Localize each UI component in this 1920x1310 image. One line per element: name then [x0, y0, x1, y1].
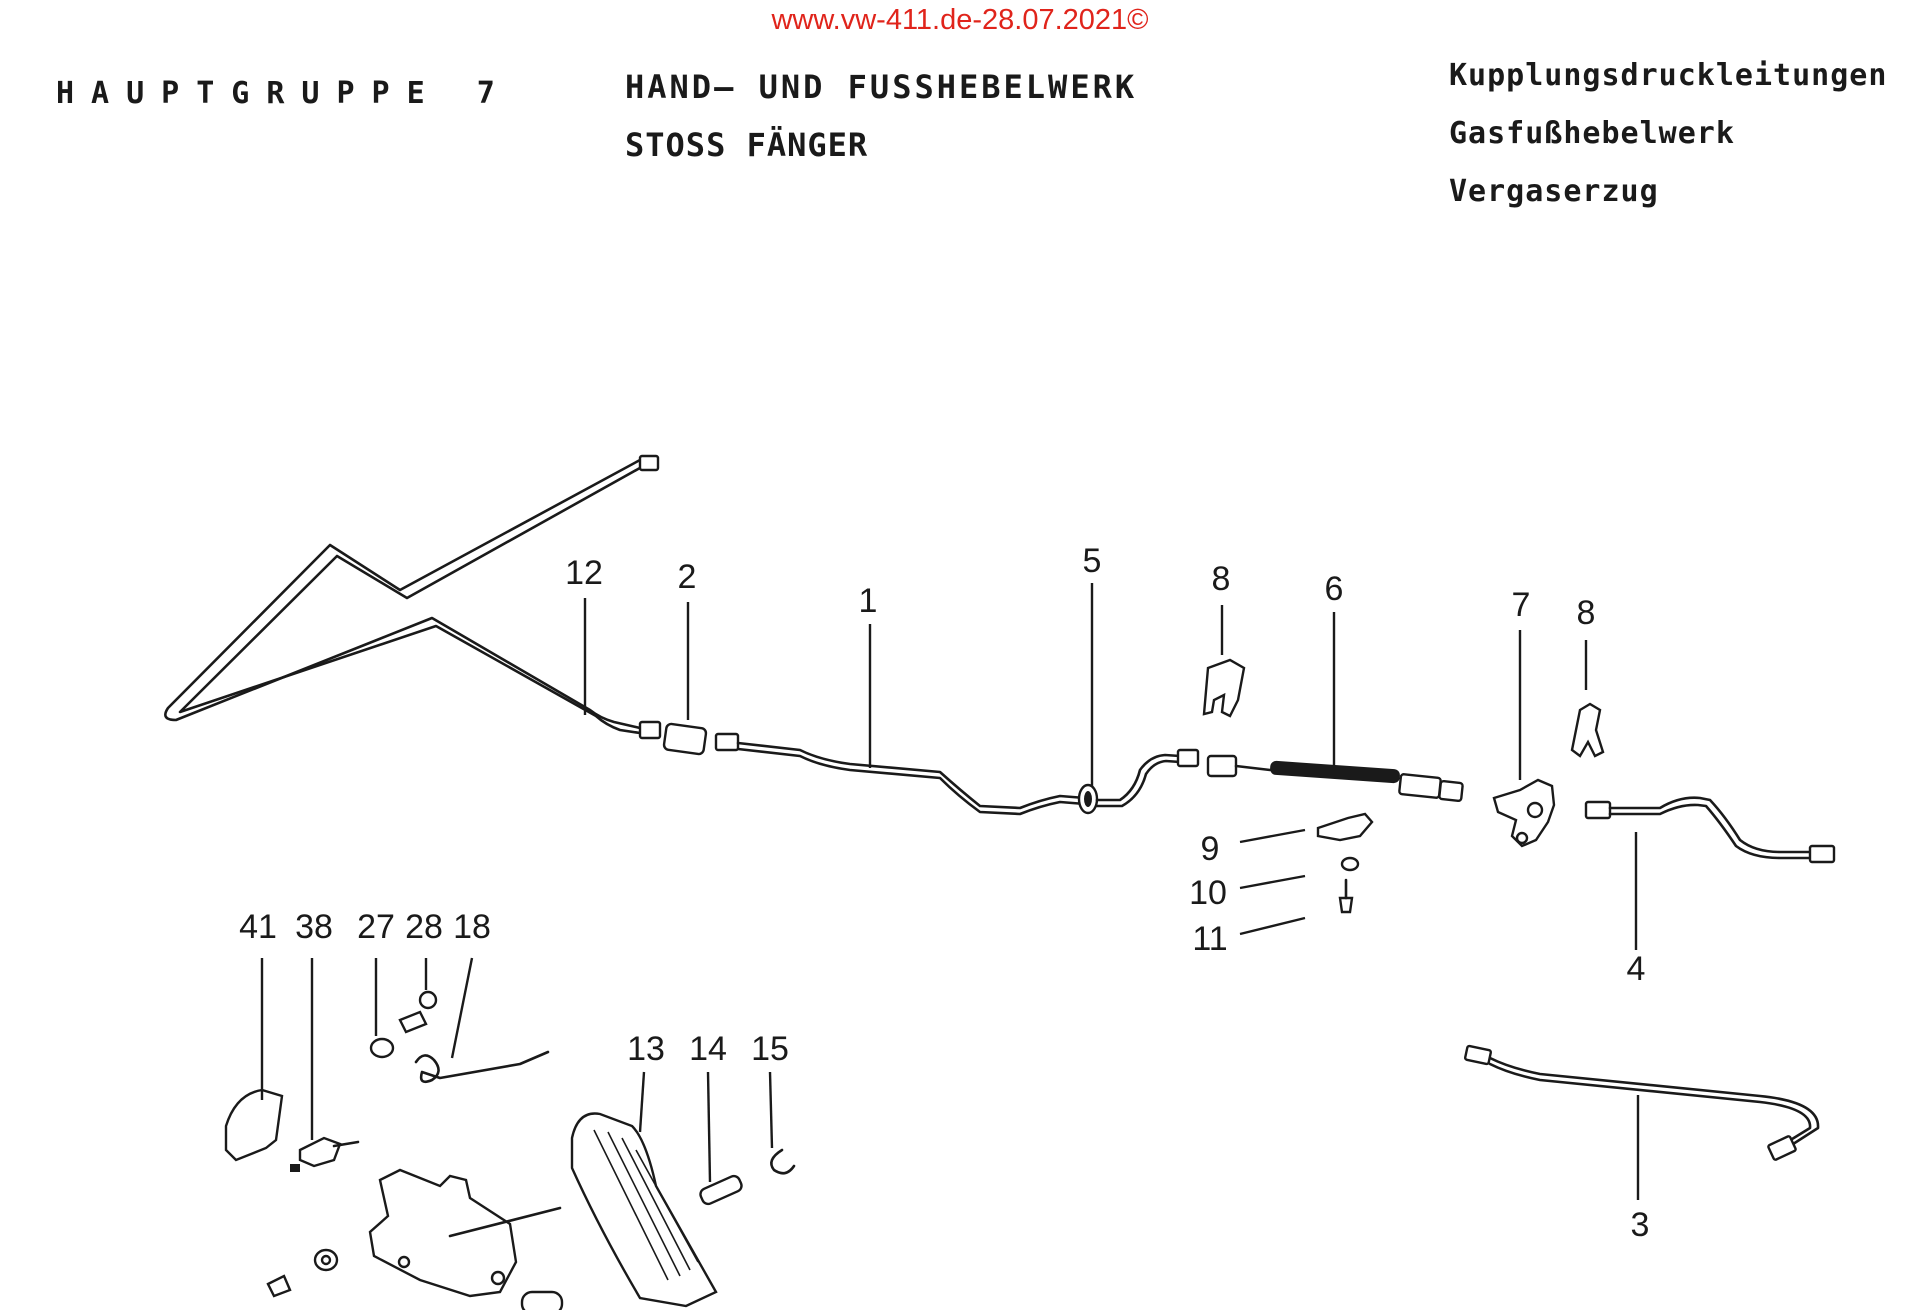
pedal-pin — [699, 1174, 743, 1206]
pipe-line-1 — [714, 732, 1087, 816]
pipe-line-4 — [1584, 796, 1836, 864]
accelerator-pedal — [570, 1112, 718, 1308]
clutch-line-long — [164, 454, 662, 740]
part-number-6: 6 — [1325, 570, 1344, 608]
section-title-2: STOSS FÄNGER — [625, 126, 869, 164]
part-number-9: 9 — [1201, 830, 1220, 868]
part-number-7: 7 — [1512, 586, 1531, 624]
return-spring — [414, 1050, 550, 1084]
clip-left — [1202, 658, 1246, 718]
washer-small — [313, 1248, 339, 1272]
subsection-item: Kupplungsdruckleitungen — [1449, 58, 1888, 93]
pipe-line-3 — [1463, 1044, 1820, 1161]
subsection-item: Vergaserzug — [1449, 174, 1659, 209]
pipe-short — [1095, 748, 1200, 808]
watermark-url: www.vw-411.de-28.07.2021© — [771, 4, 1149, 36]
part-number-3: 3 — [1631, 1206, 1650, 1244]
clip-right — [1570, 702, 1605, 758]
part-number-11: 11 — [1192, 920, 1227, 958]
leader-lines — [260, 583, 1640, 1200]
screw — [1338, 878, 1354, 914]
spring-washer — [369, 1037, 395, 1059]
part-number-28: 28 — [405, 908, 443, 946]
spring-screw — [398, 990, 438, 1034]
part-number-14: 14 — [689, 1030, 727, 1068]
part-number-8b: 8 — [1577, 594, 1596, 632]
part-number-2: 2 — [678, 558, 697, 596]
part-number-41: 41 — [239, 908, 277, 946]
coupling-sleeve — [662, 722, 708, 756]
group-title: HAUPTGRUPPE 7 — [56, 76, 512, 111]
small-bracket — [1316, 812, 1374, 842]
part-number-8: 8 — [1212, 560, 1231, 598]
circlip — [770, 1148, 796, 1175]
part-number-10: 10 — [1189, 874, 1227, 912]
part-number-18: 18 — [453, 908, 491, 946]
part-number-38: 38 — [295, 908, 333, 946]
part-number-5: 5 — [1083, 542, 1102, 580]
mounting-bracket — [1492, 778, 1556, 848]
shaft-end — [520, 1290, 564, 1310]
section-title-1: HAND– UND FUSSHEBELWERK — [625, 68, 1138, 106]
pedal-cap — [224, 1088, 284, 1162]
part-number-labels: 12 2 1 5 8 6 7 8 9 10 11 4 41 38 27 28 1… — [239, 542, 1649, 1244]
grommet — [1077, 783, 1099, 815]
part-number-15: 15 — [751, 1030, 789, 1068]
part-number-4: 4 — [1627, 950, 1646, 988]
pedal-bracket — [368, 1168, 562, 1298]
part-number-12: 12 — [565, 554, 603, 592]
bolt-small — [266, 1274, 292, 1298]
part-number-13: 13 — [627, 1030, 665, 1068]
part-number-1: 1 — [859, 582, 878, 620]
part-number-27: 27 — [357, 908, 395, 946]
subsection-list: Kupplungsdruckleitungen Gasfußhebelwerk … — [1449, 58, 1887, 232]
subsection-item: Gasfußhebelwerk — [1449, 116, 1735, 151]
washer — [1340, 856, 1360, 872]
flexible-hose — [1206, 754, 1464, 803]
pedal-clip — [290, 1136, 360, 1172]
